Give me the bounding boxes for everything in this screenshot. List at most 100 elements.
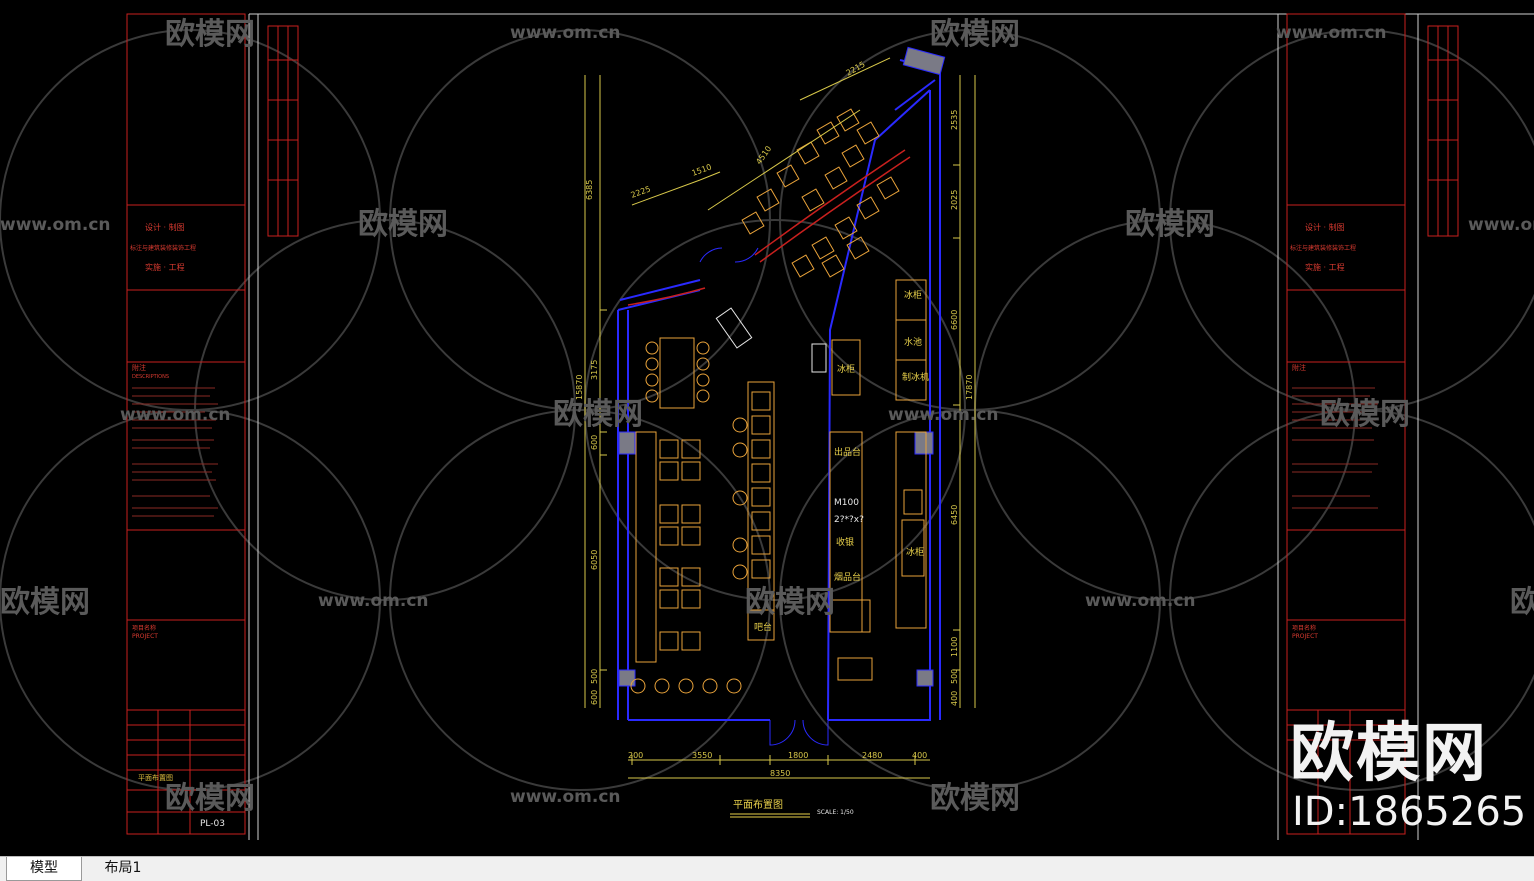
back-counter-2: [895, 431, 927, 629]
wm-logo-1: 欧模网: [165, 17, 255, 52]
right-title-block-text: 设计 · 制图 标注与建筑装修装饰工程 实施 · 工程 附注 项目名称 PROJ…: [1290, 222, 1356, 640]
dim-right-3: 17870: [965, 375, 974, 400]
wm-logo-6: 欧模网: [1320, 397, 1410, 432]
fridge-right: [901, 519, 925, 577]
wm-logo-9: 欧模网: [1510, 585, 1534, 620]
wm-site-4: www.om.cn: [1468, 215, 1534, 235]
label-fridge-right: 冰柜: [906, 546, 924, 558]
label-cashier: 收银: [836, 536, 854, 548]
right-project-en: PROJECT: [1292, 633, 1318, 640]
fridge-left: [831, 339, 861, 396]
dim-bottom-1: 3550: [692, 751, 712, 760]
chair-small: [811, 343, 827, 373]
banquette: [635, 431, 657, 663]
dim-right-5: 1100: [950, 637, 959, 657]
label-fridge-back: 冰柜: [904, 289, 922, 301]
counter-low: [829, 599, 871, 633]
right-design-line: 设计 · 制图: [1305, 222, 1345, 232]
plan-title-group: 平面布置图 SCALE: 1/50: [730, 799, 854, 818]
dim-bottom-0: 200: [628, 751, 643, 760]
plan-columns: [618, 46, 946, 687]
wm-logo-3: 欧模网: [358, 207, 448, 242]
long-table: [659, 337, 695, 409]
plan-walls: [617, 59, 941, 721]
dim-right-4: 6450: [950, 505, 959, 525]
bar-end: [747, 609, 775, 641]
left-notes-lines: [132, 387, 218, 517]
dim-bottom-2: 1800: [788, 751, 808, 760]
label-fridge-left: 冰柜: [837, 363, 855, 375]
wm-site-9: www.om.cn: [510, 787, 621, 807]
layout-tab-bar: 模型 布局1: [0, 856, 1534, 881]
left-drawing-name: 平面布置图: [138, 773, 173, 782]
tab-layout-1[interactable]: 布局1: [104, 860, 142, 876]
wm-logo-7: 欧模网: [0, 585, 90, 620]
left-project-en: PROJECT: [132, 633, 158, 640]
label-m100-sub: 2?*?x?: [834, 515, 864, 525]
cad-model-space[interactable]: 设计 · 制图 标注与建筑装修装饰工程 实施 · 工程 附注 DESCRIPTI…: [0, 0, 1534, 856]
label-bar: 吧台: [754, 621, 772, 633]
right-company-line: 标注与建筑装修装饰工程: [1290, 244, 1356, 252]
left-sheet-frame: [126, 13, 299, 835]
dim-left-6: 600: [590, 690, 599, 705]
dim-total-width: 8350: [770, 769, 790, 778]
watermark-big-logo: 欧模网: [1290, 717, 1488, 791]
dim-left-2: 15870: [575, 375, 584, 400]
wm-site-2: www.om.cn: [1276, 23, 1387, 43]
dim-left-5: 500: [590, 669, 599, 684]
left-title-block-text: 设计 · 制图 标注与建筑装修装饰工程 实施 · 工程 附注 DESCRIPTI…: [130, 222, 225, 829]
left-project-label: 项目名称: [132, 624, 156, 632]
door-swings: [699, 247, 829, 746]
wm-site-7: www.om.cn: [318, 591, 429, 611]
right-notes-heading: 附注: [1292, 363, 1306, 372]
dim-left-0: 6385: [585, 180, 594, 200]
label-ice-maker: 制冰机: [902, 371, 929, 383]
left-build-line: 实施 · 工程: [145, 262, 185, 272]
dim-left-4: 6050: [590, 550, 599, 570]
dim-diag-2: 4510: [754, 144, 773, 166]
vertical-label-fridge: 冰柜: [906, 546, 924, 558]
left-sheet-no: PL-03: [200, 819, 225, 829]
right-notes-lines: [1292, 387, 1378, 509]
label-sink: 水池: [904, 336, 922, 348]
right-project-label: 项目名称: [1292, 624, 1316, 632]
plan-title: 平面布置图: [733, 799, 783, 811]
left-company-line: 标注与建筑装修装饰工程: [130, 244, 196, 252]
pos-terminal: [715, 307, 753, 349]
cash-box: [837, 657, 873, 681]
wm-logo-10: 欧模网: [165, 781, 255, 816]
wm-site-1: www.om.cn: [510, 23, 621, 43]
right-sheet-frame: [1286, 13, 1459, 835]
dim-right-6: 500: [950, 669, 959, 684]
wm-site-8: www.om.cn: [1085, 591, 1196, 611]
bar-stools: [751, 391, 771, 579]
tab-model[interactable]: 模型: [6, 857, 82, 881]
booth-seats: [741, 108, 900, 278]
right-build-line: 实施 · 工程: [1305, 262, 1345, 272]
dim-right-2: 6600: [950, 310, 959, 330]
banquette-chairs: [659, 439, 701, 651]
dim-right-7: 400: [950, 691, 959, 706]
dim-diag-3: 2215: [845, 60, 867, 78]
dim-diag-0: 2225: [630, 184, 652, 199]
dim-right-1: 2025: [950, 190, 959, 210]
dim-diag-1: 1510: [691, 162, 713, 177]
furniture: [630, 108, 927, 694]
wm-site-5: www.om.cn: [120, 405, 231, 425]
watermark-id: ID:1865265: [1292, 789, 1527, 835]
scale-label: SCALE: 1/50: [817, 809, 854, 816]
dimension-lines: [584, 57, 976, 779]
dim-left-1: 3175: [590, 360, 599, 380]
wm-logo-8: 欧模网: [745, 585, 835, 620]
room-labels: 冰柜 水池 制冰机 出品台 收银 烟品台 冰柜 吧台 M100 2?*?x?: [754, 289, 929, 633]
wm-logo-5: 欧模网: [553, 397, 643, 432]
wm-logo-11: 欧模网: [930, 781, 1020, 816]
dim-bottom-4: 400: [912, 751, 927, 760]
label-smoke-counter: 烟品台: [834, 571, 861, 583]
dim-bottom-3: 2480: [862, 751, 882, 760]
left-notes-heading: 附注: [132, 363, 146, 372]
watermark-text: 欧模网 www.om.cn 欧模网 www.om.cn www.om.cn 欧模…: [0, 17, 1534, 816]
round-stools: [630, 341, 748, 694]
wm-logo-2: 欧模网: [930, 17, 1020, 52]
dim-right-0: 2535: [950, 110, 959, 130]
